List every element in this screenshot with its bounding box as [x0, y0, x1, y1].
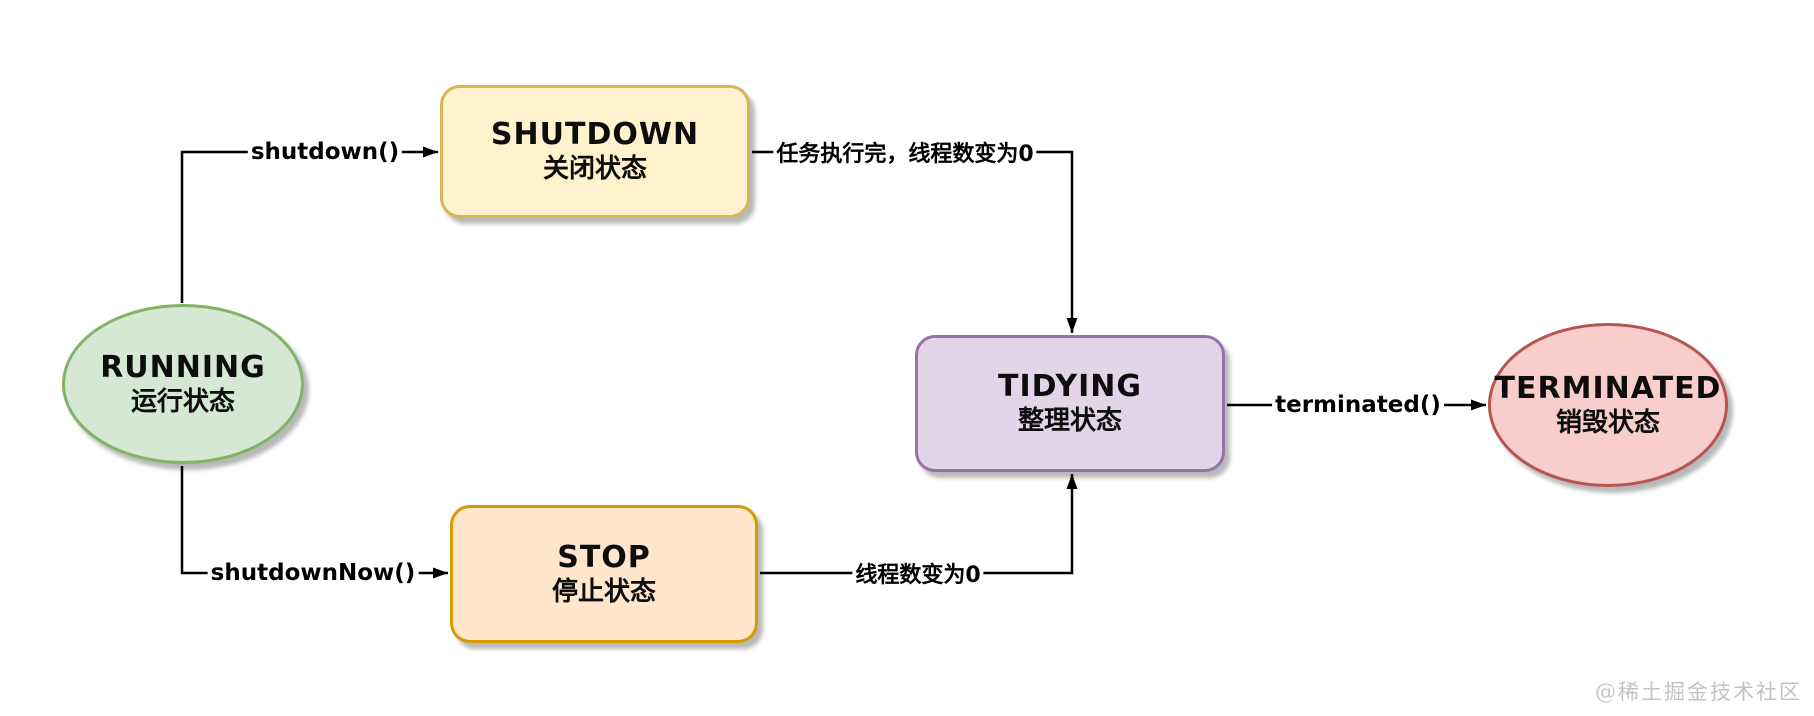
node-tidying: TIDYING 整理状态: [915, 335, 1225, 472]
edge-label-terminated: terminated(): [1272, 392, 1444, 418]
edge-label-shutdown: shutdown(): [247, 139, 403, 165]
node-shutdown: SHUTDOWN 关闭状态: [440, 85, 750, 218]
node-running: RUNNING 运行状态: [62, 304, 304, 464]
node-terminated-title: TERMINATED: [1494, 370, 1722, 406]
node-stop: STOP 停止状态: [450, 505, 758, 643]
edge-label-shutdownnow: shutdownNow(): [207, 560, 419, 586]
node-tidying-subtitle: 整理状态: [1017, 406, 1122, 437]
node-stop-subtitle: 停止状态: [551, 576, 656, 607]
edge-running-to-stop: [180, 466, 448, 579]
node-stop-title: STOP: [557, 539, 651, 575]
node-tidying-title: TIDYING: [998, 369, 1142, 405]
node-shutdown-title: SHUTDOWN: [490, 117, 700, 153]
node-running-subtitle: 运行状态: [130, 386, 235, 417]
edge-shutdown-to-tidying: [752, 150, 1078, 333]
node-running-title: RUNNING: [100, 349, 266, 385]
watermark: @稀土掘金技术社区: [1595, 680, 1802, 704]
node-terminated-subtitle: 销毁状态: [1555, 407, 1660, 438]
node-shutdown-subtitle: 关闭状态: [542, 154, 647, 185]
edge-running-to-shutdown: [180, 146, 438, 303]
edge-label-tasks-done-threads-zero: 任务执行完，线程数变为0: [773, 136, 1037, 168]
node-terminated: TERMINATED 销毁状态: [1488, 323, 1728, 487]
edge-label-threads-zero: 线程数变为0: [852, 557, 984, 589]
